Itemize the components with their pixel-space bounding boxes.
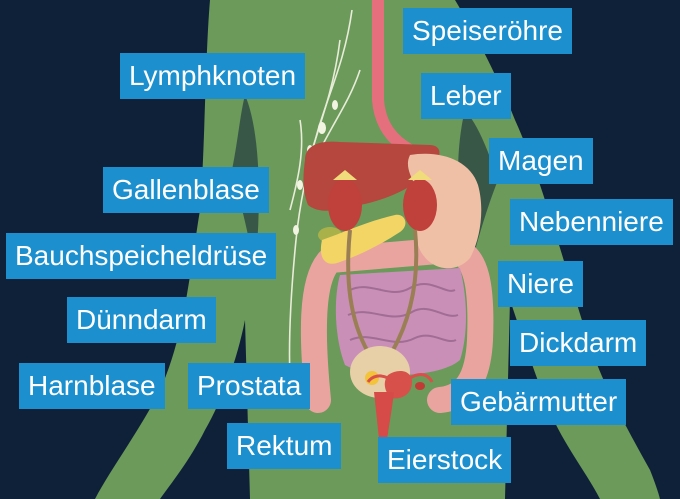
label-rektum: Rektum xyxy=(227,423,341,469)
kidney-right xyxy=(403,179,437,231)
ovary xyxy=(415,382,425,390)
label-gallenblase: Gallenblase xyxy=(103,167,269,213)
label-eierstock: Eierstock xyxy=(378,437,511,483)
kidney-left xyxy=(328,179,362,231)
label-dickdarm: Dickdarm xyxy=(510,320,646,366)
label-leber: Leber xyxy=(421,73,511,119)
label-niere: Niere xyxy=(498,261,583,307)
label-nebenniere: Nebenniere xyxy=(510,199,673,245)
label-bauchspeicheldruese: Bauchspeicheldrüse xyxy=(6,233,276,279)
label-lymphknoten: Lymphknoten xyxy=(120,53,305,99)
label-speiseroehre: Speiseröhre xyxy=(403,8,572,54)
label-duenndarm: Dünndarm xyxy=(67,297,216,343)
label-prostata: Prostata xyxy=(188,363,310,409)
label-harnblase: Harnblase xyxy=(19,363,165,409)
label-magen: Magen xyxy=(489,138,593,184)
label-gebaermutter: Gebärmutter xyxy=(451,379,626,425)
